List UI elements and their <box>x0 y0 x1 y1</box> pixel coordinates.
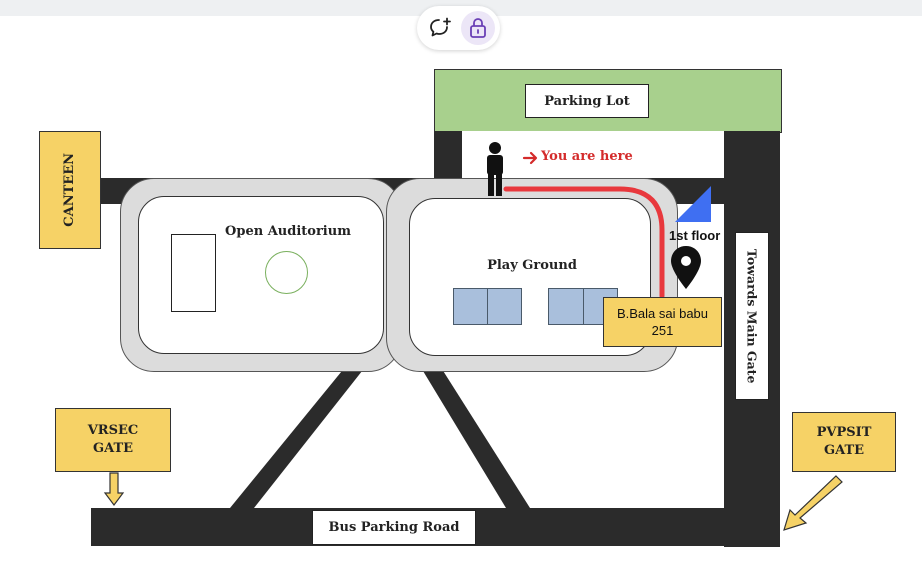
auditorium-stage <box>171 234 216 312</box>
you-are-here-strip <box>462 131 724 179</box>
add-comment-button[interactable] <box>423 11 457 45</box>
room-number: 251 <box>651 323 674 338</box>
playground-court-left-b <box>487 288 522 325</box>
pvpsit-gate-label: PVPSIT GATE <box>792 412 896 472</box>
diagonal-road-left <box>230 366 366 508</box>
canteen-label: CANTEEN <box>39 131 101 249</box>
play-ground-label: Play Ground <box>487 257 577 273</box>
parking-lot-label: Parking Lot <box>525 84 649 118</box>
arrow-right-icon <box>522 151 538 165</box>
floor-marker-triangle <box>675 186 711 222</box>
route-path <box>503 186 665 299</box>
playground-court-left-a <box>453 288 488 325</box>
diagonal-arrow-icon <box>783 475 843 531</box>
vrsec-gate-label: VRSEC GATE <box>55 408 171 472</box>
comment-plus-icon <box>430 17 451 37</box>
open-auditorium-label: Open Auditorium <box>225 223 351 239</box>
bus-parking-road-label: Bus Parking Road <box>312 510 476 545</box>
person-icon <box>487 142 503 196</box>
towards-main-gate-label: Towards Main Gate <box>735 232 769 400</box>
floating-toolbar <box>417 6 500 50</box>
left-post <box>434 131 462 179</box>
towards-main-gate-text: Towards Main Gate <box>744 248 760 384</box>
diagonal-road-right <box>420 366 530 508</box>
you-are-here-label: You are here <box>541 149 633 164</box>
playground-court-right-a <box>548 288 584 325</box>
person-info-box: B.Bala sai babu 251 <box>603 297 722 347</box>
down-arrow-icon <box>103 472 125 506</box>
location-pin-icon <box>671 246 701 289</box>
auditorium-circle <box>265 251 308 294</box>
lock-icon <box>470 18 486 38</box>
person-name: B.Bala sai babu <box>616 306 709 321</box>
lock-button[interactable] <box>461 11 495 45</box>
first-floor-label: 1st floor <box>669 228 721 243</box>
